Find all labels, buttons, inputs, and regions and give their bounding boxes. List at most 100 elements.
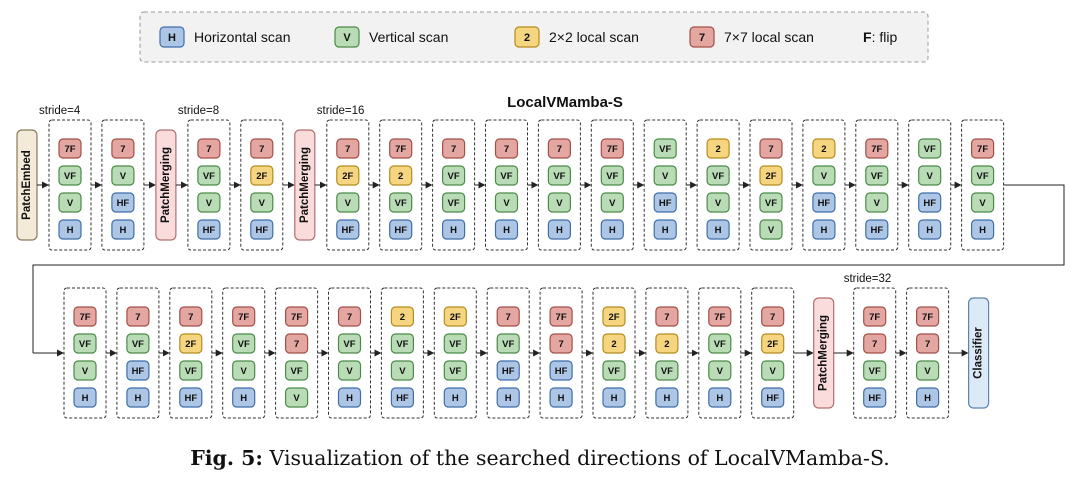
scan-token: 7F [549, 306, 573, 327]
token-label: 7F [64, 144, 75, 155]
module-label: PatchMerging [160, 147, 172, 223]
token-box [496, 306, 520, 327]
scan-token: V [812, 165, 836, 186]
token-label: V [924, 366, 931, 377]
token-label: V [715, 198, 722, 209]
token-box [337, 360, 362, 381]
token-label: VF [396, 339, 408, 350]
scan-token: 7 [197, 138, 221, 159]
token-label: 2 [715, 144, 720, 155]
scan-token: 7 [337, 306, 362, 327]
scan-token: V [915, 360, 940, 381]
scan-token: V [600, 192, 624, 213]
scan-token: VF [863, 360, 887, 381]
legend-key: 2 [524, 32, 530, 44]
scan-token: HF [812, 192, 836, 213]
token-box [547, 192, 572, 213]
token-label: 7F [922, 312, 933, 323]
scan-token: V [708, 360, 732, 381]
token-label: HF [870, 225, 883, 236]
token-label: HF [868, 393, 881, 404]
token-box [126, 333, 150, 354]
token-label: VF [343, 339, 355, 350]
scan-token: V [232, 360, 256, 381]
token-box [812, 138, 836, 159]
token-label: 7 [504, 144, 509, 155]
scan-token: 2 [390, 306, 414, 327]
token-box [915, 387, 940, 408]
token-label: 7F [607, 144, 618, 155]
token-label: V [717, 366, 724, 377]
token-label: HF [659, 198, 672, 209]
scan-token: VF [708, 333, 732, 354]
token-box [600, 165, 624, 186]
token-box [547, 138, 572, 159]
token-box [915, 306, 940, 327]
scan-token: VF [443, 360, 467, 381]
scan-token: H [232, 387, 256, 408]
token-label: 7F [238, 312, 249, 323]
token-label: 2F [767, 339, 778, 350]
scan-token: H [655, 387, 679, 408]
token-box [812, 192, 836, 213]
token-box [653, 138, 677, 159]
token-box [111, 165, 135, 186]
scan-token: 7 [250, 138, 274, 159]
stride-label: stride=4 [39, 105, 81, 117]
token-label: 2F [608, 312, 619, 323]
token-label: H [663, 393, 670, 404]
token-box [759, 192, 783, 213]
token-box [759, 219, 783, 240]
token-label: VF [977, 171, 989, 182]
scan-token: V [197, 192, 221, 213]
token-box [111, 219, 135, 240]
token-box [970, 138, 995, 159]
token-label: VF [871, 171, 883, 182]
token-box [73, 360, 97, 381]
token-label: H [611, 393, 618, 404]
token-label: 2F [450, 312, 461, 323]
token-box [708, 306, 732, 327]
token-box [865, 192, 889, 213]
token-box [863, 333, 887, 354]
token-label: 2 [400, 312, 405, 323]
token-label: 2F [256, 171, 267, 182]
token-box [496, 360, 520, 381]
token-box [761, 333, 785, 354]
caption-text: Visualization of the searched directions… [262, 446, 890, 470]
token-label: VF [608, 366, 620, 377]
scan-token: VF [126, 333, 150, 354]
token-label: 7F [714, 312, 725, 323]
token-label: 7F [977, 144, 988, 155]
scan-token: HF [549, 360, 573, 381]
token-box [496, 333, 520, 354]
stride-label: stride=8 [178, 105, 219, 117]
token-label: H [82, 393, 89, 404]
token-box [915, 360, 940, 381]
token-box [918, 165, 942, 186]
token-label: HF [555, 366, 568, 377]
legend-key: 7 [699, 32, 705, 44]
scan-token: V [337, 360, 362, 381]
scan-token: 7 [126, 306, 150, 327]
token-box [285, 333, 309, 354]
token-label: VF [449, 366, 461, 377]
token-box [58, 192, 82, 213]
token-box [865, 219, 889, 240]
scan-token: 2F [250, 165, 274, 186]
token-box [759, 138, 783, 159]
token-box [390, 333, 414, 354]
token-box [761, 306, 785, 327]
token-label: 2F [342, 171, 353, 182]
scan-token: 7 [915, 333, 940, 354]
token-box [232, 333, 256, 354]
scan-token: H [58, 219, 82, 240]
